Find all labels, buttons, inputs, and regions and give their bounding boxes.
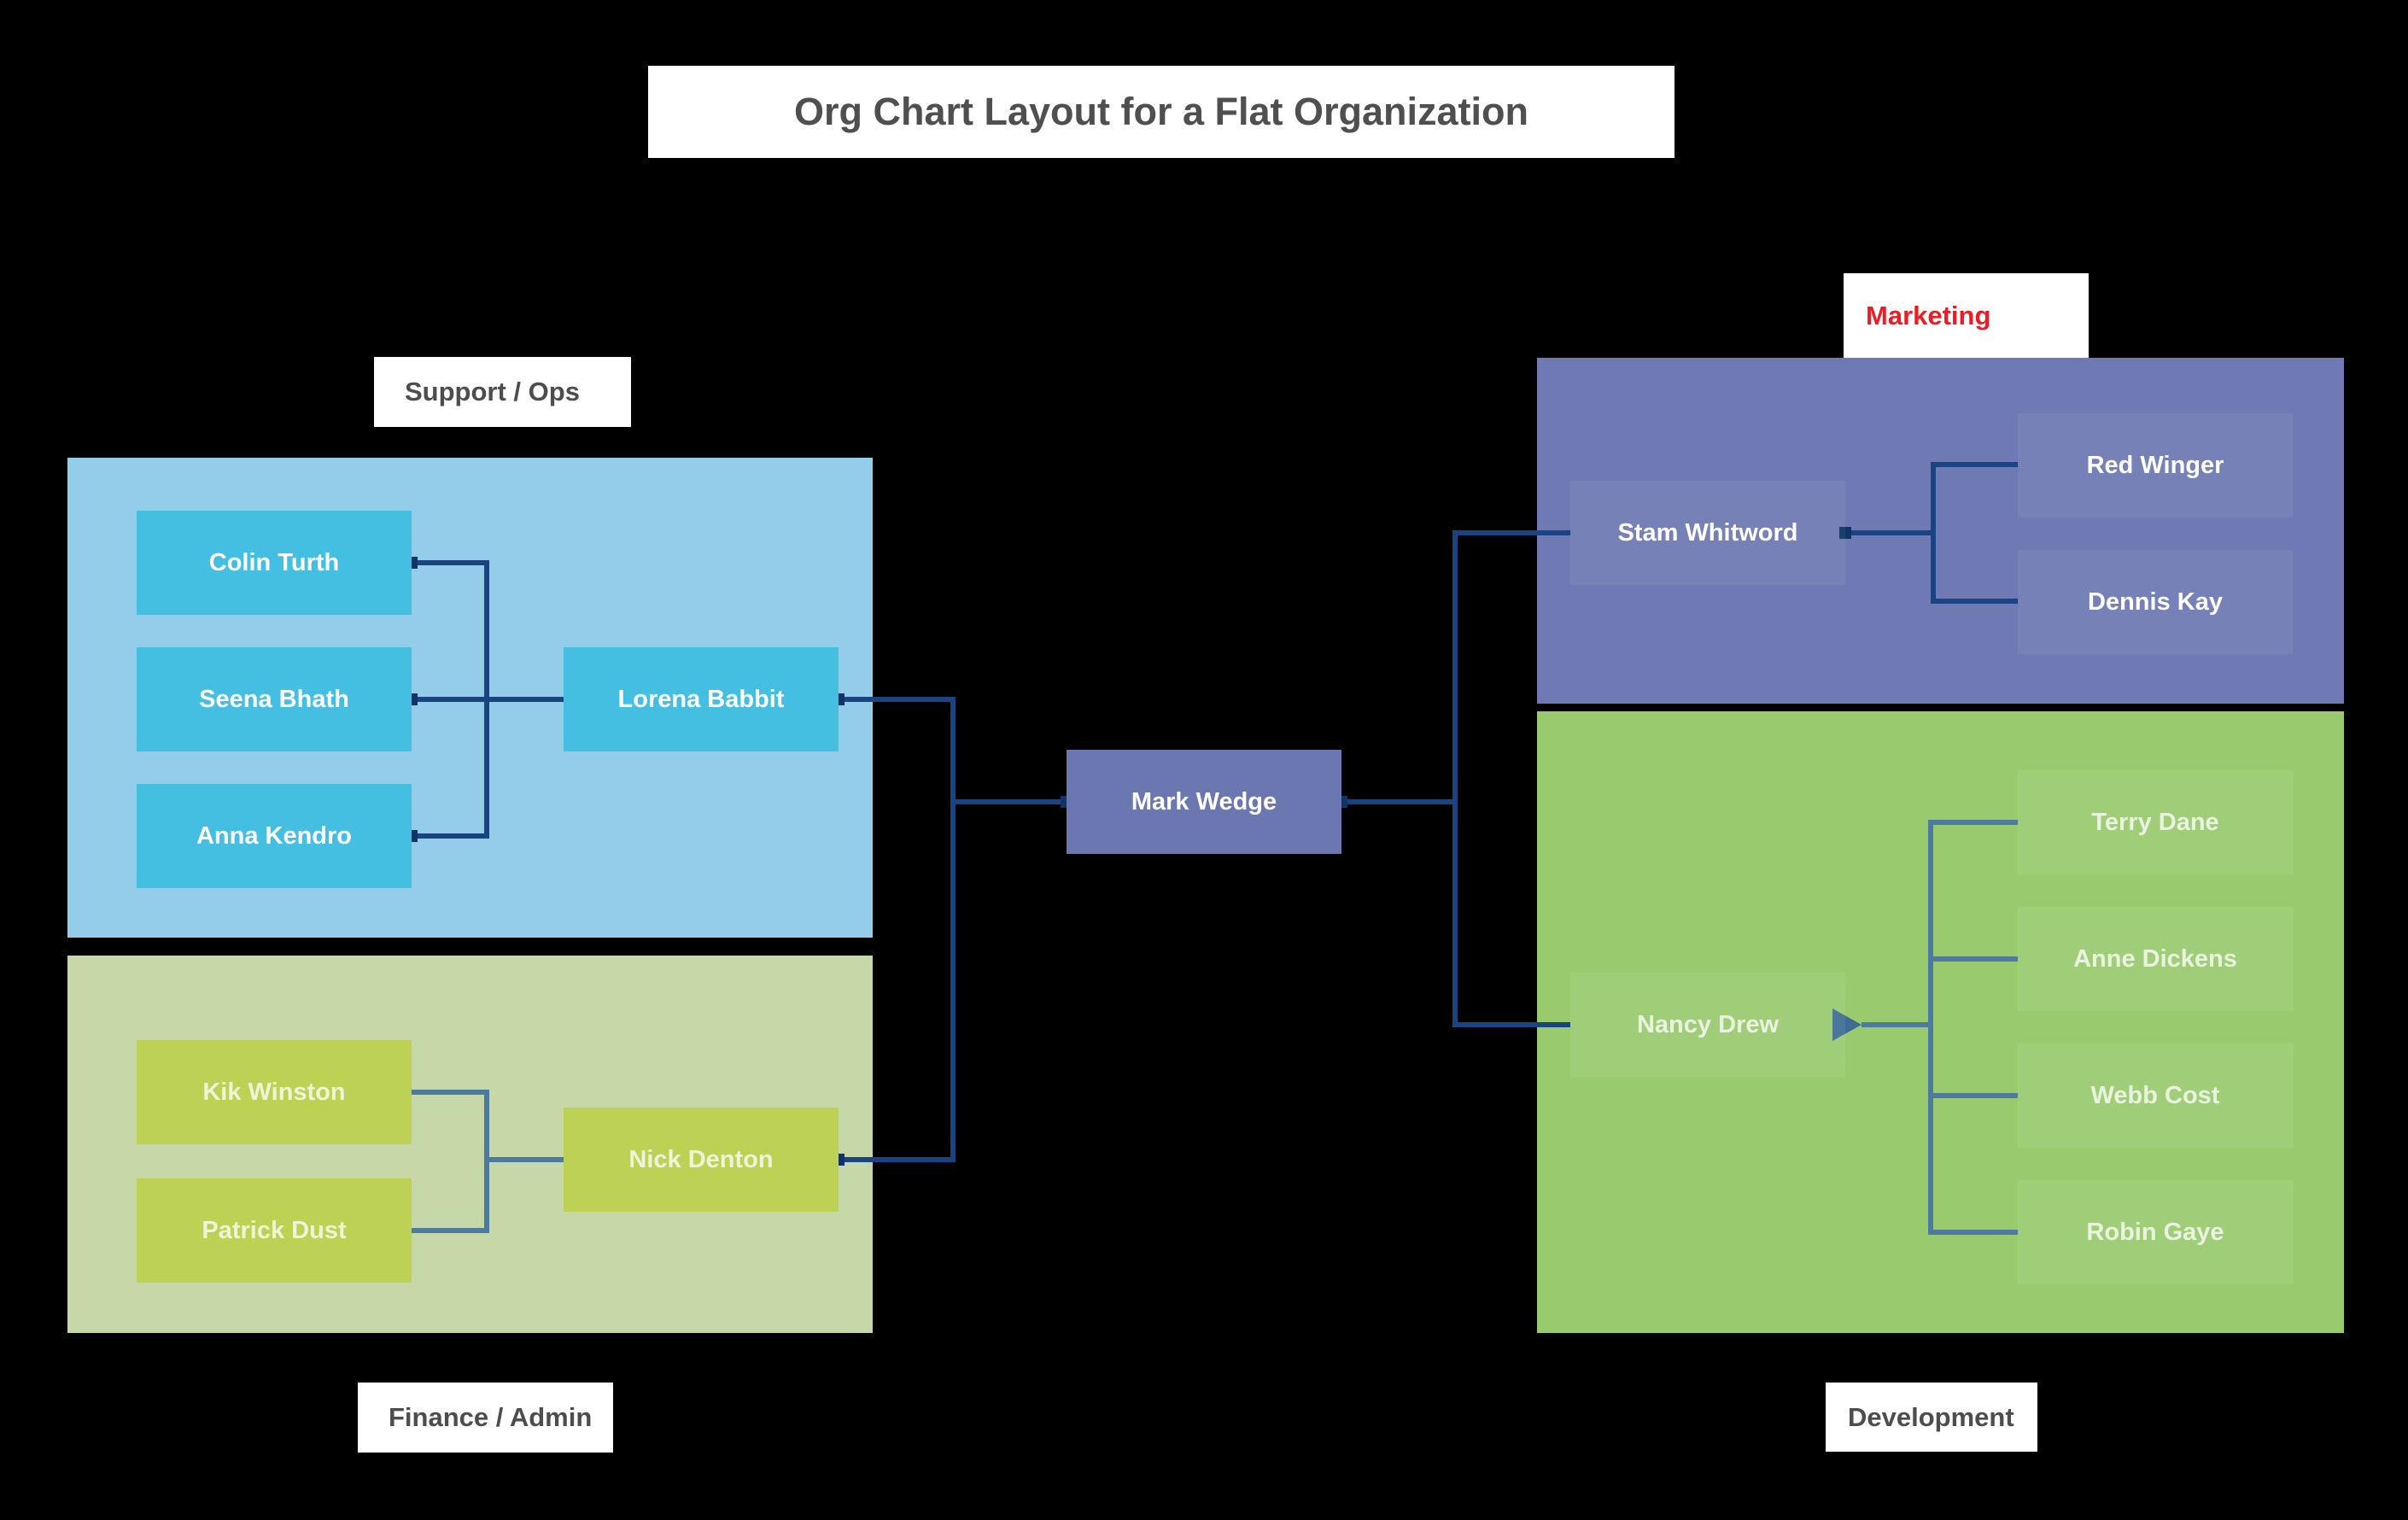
- marketing-label: Marketing: [1866, 300, 1991, 330]
- connector-development-bracket-vertical: [1928, 820, 1933, 1235]
- person-name: Robin Gaye: [2086, 1218, 2224, 1246]
- person-box-terry-dane: Terry Dane: [2018, 770, 2293, 874]
- person-box-nick-denton: Nick Denton: [564, 1108, 839, 1212]
- connector-bracket-to-nick: [484, 1157, 564, 1162]
- person-box-kik-winston: Kik Winston: [137, 1040, 412, 1144]
- connector-junction-to-nancy: [1452, 1022, 1570, 1027]
- person-box-anne-dickens: Anne Dickens: [2018, 907, 2293, 1011]
- person-name: Red Winger: [2086, 451, 2224, 479]
- connector-junction-to-mark: [950, 799, 1067, 804]
- person-name: Webb Cost: [2090, 1081, 2220, 1109]
- connector-bracket-to-webb: [1928, 1093, 2018, 1098]
- person-box-anna-kendro: Anna Kendro: [137, 784, 412, 888]
- connector-bracket-to-anne: [1928, 956, 2018, 962]
- person-box-lorena-babbit: Lorena Babbit: [564, 647, 839, 751]
- support-ops-label-box: Support / Ops: [374, 357, 631, 427]
- chart-title: Org Chart Layout for a Flat Organization: [793, 90, 1529, 133]
- connector-stam-to-bracket: [1845, 530, 1936, 535]
- connector-nancy-to-bracket: [1862, 1022, 1933, 1027]
- person-box-mark-wedge: Mark Wedge: [1067, 750, 1341, 854]
- development-label: Development: [1848, 1401, 2014, 1432]
- person-name: Kik Winston: [202, 1078, 346, 1106]
- person-name: Nick Denton: [628, 1145, 774, 1173]
- marketing-group-container: [1537, 358, 2344, 704]
- person-name: Stam Whitword: [1617, 518, 1798, 547]
- person-name: Mark Wedge: [1131, 787, 1277, 816]
- development-group-container: [1537, 711, 2344, 1333]
- support-ops-label: Support / Ops: [405, 377, 580, 406]
- connector-kik-to-bracket: [412, 1090, 489, 1095]
- person-box-nancy-drew: Nancy Drew: [1570, 973, 1845, 1077]
- connector-right-junction-vertical: [1452, 530, 1458, 1027]
- arrowhead-icon: [1832, 1008, 1862, 1041]
- connector-patrick-to-bracket: [412, 1228, 489, 1233]
- marketing-label-box: Marketing: [1844, 273, 2089, 358]
- connection-nub: [1839, 527, 1851, 539]
- connector-anna-to-bracket: [412, 833, 489, 839]
- connector-lorena-to-junction: [839, 697, 956, 702]
- person-name: Anne Dickens: [2073, 944, 2237, 973]
- connector-bracket-to-dennis-kay: [1931, 599, 2018, 604]
- person-box-colin-turth: Colin Turth: [137, 511, 412, 615]
- connector-marketing-bracket-vertical: [1931, 462, 1936, 604]
- person-name: Terry Dane: [2091, 808, 2219, 836]
- connector-junction-to-stam: [1452, 530, 1570, 535]
- connector-bracket-to-red-winger: [1931, 462, 2018, 467]
- person-box-seena-bhath: Seena Bhath: [137, 647, 412, 751]
- person-box-patrick-dust: Patrick Dust: [137, 1178, 412, 1283]
- connector-mark-to-right-junction: [1341, 799, 1458, 804]
- connector-seena-to-lorena: [412, 697, 564, 702]
- connector-bracket-to-robin: [1928, 1230, 2018, 1235]
- person-name: Seena Bhath: [199, 685, 349, 713]
- person-box-stam-whitword: Stam Whitword: [1570, 481, 1845, 585]
- person-name: Anna Kendro: [196, 821, 353, 850]
- person-name: Lorena Babbit: [617, 685, 785, 713]
- person-name: Patrick Dust: [202, 1216, 347, 1244]
- person-name: Nancy Drew: [1636, 1010, 1779, 1038]
- finance-admin-label-box: Finance / Admin: [358, 1383, 613, 1453]
- person-box-webb-cost: Webb Cost: [2018, 1044, 2293, 1148]
- person-name: Dennis Kay: [2088, 588, 2223, 616]
- person-box-dennis-kay: Dennis Kay: [2018, 550, 2293, 654]
- connector-nick-to-junction: [839, 1157, 956, 1162]
- chart-title-box: Org Chart Layout for a Flat Organization: [648, 66, 1674, 158]
- finance-admin-label: Finance / Admin: [389, 1402, 593, 1432]
- connector-left-junction-vertical: [950, 697, 956, 1162]
- person-name: Colin Turth: [208, 548, 340, 576]
- connector-bracket-to-terry: [1928, 820, 2018, 825]
- person-box-robin-gaye: Robin Gaye: [2018, 1180, 2293, 1284]
- connector-colin-to-bracket: [412, 560, 489, 565]
- development-label-box: Development: [1826, 1383, 2037, 1452]
- person-box-red-winger: Red Winger: [2018, 413, 2293, 517]
